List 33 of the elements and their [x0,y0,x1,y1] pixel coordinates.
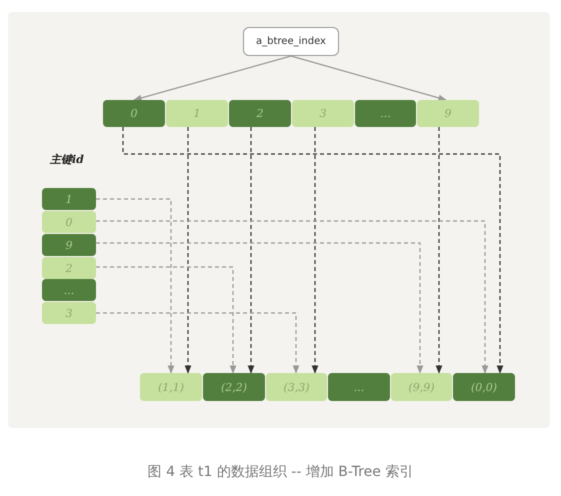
index-root-box: a_btree_index [243,27,339,56]
row-box: (0,0) [453,373,515,401]
primary-key-box: ... [42,279,96,301]
index-key-box: 9 [417,100,479,127]
index-key-box: 3 [292,100,354,127]
arrow [133,55,292,102]
index-key-box: 2 [229,100,291,127]
primary-key-box: 0 [42,211,96,233]
arrow [96,266,236,374]
index-key-box: 0 [103,100,165,127]
index-key-box: ... [355,100,416,127]
primary-key-box: 2 [42,257,96,279]
row-box: (3,3) [266,373,327,401]
column-heading: 主键id [50,152,84,167]
row-box: (1,1) [140,373,202,401]
row-box: (9,9) [391,373,452,401]
arrow [312,127,318,374]
arrow [96,312,300,374]
primary-key-box: 9 [42,234,96,256]
arrow [436,127,442,374]
arrow [290,55,447,102]
primary-key-box: 3 [42,302,96,324]
arrow [122,127,504,374]
arrow [96,242,424,374]
arrow [248,127,254,374]
arrow [184,127,192,374]
index-key-box: 1 [166,100,228,127]
arrow [96,198,174,374]
row-box: (2,2) [203,373,265,401]
arrow [96,220,488,374]
primary-key-box: 1 [42,188,96,210]
row-box: ... [328,373,390,401]
caption: 图 4 表 t1 的数据组织 -- 增加 B-Tree 索引 [148,464,414,480]
